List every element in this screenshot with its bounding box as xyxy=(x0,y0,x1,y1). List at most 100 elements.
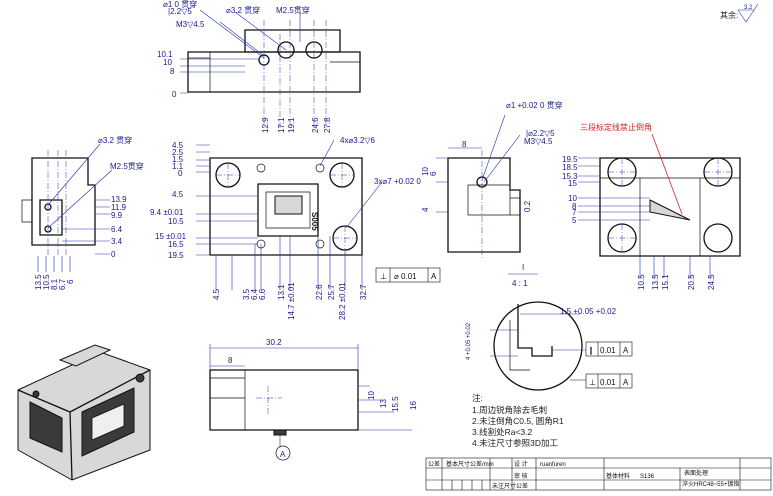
right-callout-a: ⌀1 +0.02 0 贯穿 xyxy=(506,100,563,110)
note-item-2: 2.未注倒角C0.5, 圆角R1 xyxy=(472,416,564,426)
tb-tolerance-value: 基本尺寸公差/mm xyxy=(446,460,494,468)
front-view: S005 4.5 2.5 1.5 1.1 0 4.5 9.4 ±0.01 10.… xyxy=(150,136,441,320)
top-dim-bottom-1: 17.1 xyxy=(277,117,286,133)
tb-surface-label: 表面处理 xyxy=(684,469,708,477)
front-dim-bottom-3: 6.6 xyxy=(258,288,267,300)
left-callout-a: ⌀3.2 贯穿 xyxy=(98,135,132,145)
isometric-view xyxy=(17,344,151,481)
top-dim-bottom-3: 24.6 xyxy=(311,117,320,133)
detail-gdt-a: ∥ 0.01 A xyxy=(552,341,633,357)
far-dim-bottom-0: 10.5 xyxy=(637,274,646,290)
title-block: 公差 基本尺寸公差/mm 设 计 ruanfuren 未注尺寸公差 审 核 基体… xyxy=(425,457,772,491)
front-dim-left-5: 4.5 xyxy=(172,190,184,199)
top-view: ⌀1 0 贯穿 |2.2▽5 ⌀3.2 贯穿 M2.5贯穿 M3▽4.5 10.… xyxy=(157,0,361,133)
left-dim-bottom-4: 6 xyxy=(66,279,75,284)
far-dim-left-3: 15 xyxy=(568,179,577,188)
detail-dim-left: 4 +0.05 +0.02 xyxy=(466,322,472,360)
datum-marker: A xyxy=(280,450,286,459)
left-dim-right-2: 9.9 xyxy=(111,211,123,220)
chamfer-note: 三段标定线禁止倒角 xyxy=(580,122,652,132)
bottom-dim-top-1: 8 xyxy=(228,356,233,365)
bottom-dim-top-0: 30.2 xyxy=(266,338,282,347)
callout-tap: M3▽4.5 xyxy=(176,20,205,29)
left-dim-right-4: 3.4 xyxy=(111,237,123,246)
tb-material-label: 基体材料 xyxy=(606,472,630,480)
roughness-label: 其余: xyxy=(720,10,738,20)
gdt-value: ⌀ 0.01 xyxy=(394,272,417,281)
right-dim-left-0: 10 xyxy=(421,167,430,176)
far-dim-bottom-1: 13.5 xyxy=(651,274,660,290)
tb-unmarked-tol: 未注尺寸公差 xyxy=(492,482,528,490)
far-dim-left-5: 8 xyxy=(572,202,577,211)
callout-hole-c: ⌀3.2 贯穿 xyxy=(226,5,260,15)
front-dim-left-9: 16.5 xyxy=(168,240,184,249)
front-dim-bottom-2: 6.4 xyxy=(250,288,259,300)
gdt-b-value: 0.01 xyxy=(600,378,616,387)
left-dim-right-3: 6.4 xyxy=(111,225,123,234)
right-callout-c: M3▽4.5 xyxy=(524,137,553,146)
notes-title: 注: xyxy=(472,393,483,403)
bottom-dim-right-0: 10 xyxy=(367,391,376,400)
right-dim-left-1: 6 xyxy=(429,171,438,176)
front-dim-bottom-5: 14.7 ±0.01 xyxy=(287,282,296,320)
left-view: ⌀3.2 贯穿 M2.5贯穿 13.9 11.9 9.9 6.4 3.4 0 1… xyxy=(21,135,144,290)
front-dim-left-7: 10.5 xyxy=(168,217,184,226)
tb-designer: ruanfuren xyxy=(540,462,566,468)
top-dim-bottom-0: 12.9 xyxy=(261,117,270,133)
tb-material: S136 xyxy=(640,474,655,480)
callout-3-pins: 3x⌀7 +0.02 0 xyxy=(374,177,421,186)
front-dim-bottom-6: 22.6 xyxy=(315,284,324,300)
left-dim-bottom-2: 8.1 xyxy=(50,278,59,290)
top-dim-left-1: 10 xyxy=(163,58,172,67)
tb-review-label: 审 核 xyxy=(514,472,528,480)
left-dim-right-5: 0 xyxy=(111,250,116,259)
detail-dim-top: 1.5 +0.05 +0.02 xyxy=(560,307,617,316)
front-dim-bottom-7: 25.7 xyxy=(327,284,336,300)
front-dim-left-6: 9.4 ±0.01 xyxy=(150,208,184,217)
left-callout-b: M2.5贯穿 xyxy=(110,161,144,171)
top-dim-bottom-4: 27.8 xyxy=(323,117,332,133)
gdt-datum: A xyxy=(431,272,437,281)
tb-design-label: 设 计 xyxy=(514,460,528,468)
gdt-b-datum: A xyxy=(623,378,629,387)
far-dim-left-4: 10 xyxy=(568,194,577,203)
top-dim-left-3: 0 xyxy=(172,90,177,99)
part-engraving: S005 xyxy=(310,212,319,231)
far-dim-bottom-4: 24.5 xyxy=(707,274,716,290)
far-dim-left-2: 15.3 xyxy=(562,172,578,181)
detail-view: I 4 : 1 1.5 +0.05 +0.02 4 +0.05 +0.02 ∥ … xyxy=(466,263,633,391)
far-dim-left-1: 18.5 xyxy=(562,163,578,172)
front-dim-bottom-4: 13.1 xyxy=(277,284,286,300)
detail-scale: 4 : 1 xyxy=(512,279,528,288)
front-gdt-frame: ⊥ ⌀ 0.01 A xyxy=(375,267,441,283)
note-item-1: 1.周边锐角除去毛刺 xyxy=(472,405,547,415)
top-dim-left-0: 10.1 xyxy=(157,50,173,59)
top-dim-bottom-2: 19.1 xyxy=(287,117,296,133)
front-dim-bottom-9: 32.7 xyxy=(359,284,368,300)
right-dim-left-2: 4 xyxy=(421,207,430,212)
far-dim-bottom-3: 20.5 xyxy=(687,274,696,290)
front-dim-left-3: 1.1 xyxy=(172,162,184,171)
far-dim-left-7: 5 xyxy=(572,216,577,225)
left-dim-bottom-0: 13.5 xyxy=(34,274,43,290)
right-dim-top: 8 xyxy=(462,140,467,149)
bottom-dim-right-2: 15.5 xyxy=(391,396,400,412)
roughness-value: 3.2 xyxy=(744,5,753,11)
detail-label: I xyxy=(522,263,524,272)
callout-hole-d: M2.5贯穿 xyxy=(276,5,310,15)
tb-surface: 淬火HRC48~55+镀铬 xyxy=(682,480,739,488)
front-dim-bottom-8: 28.2 ±0.01 xyxy=(338,282,347,320)
far-dim-left-0: 19.5 xyxy=(562,155,578,164)
callout-4-holes: 4x⌀3.2▽6 xyxy=(340,136,376,145)
roughness-symbol-icon xyxy=(737,3,759,23)
front-dim-left-8: 15 ±0.01 xyxy=(155,232,187,241)
front-dim-left-1: 2.5 xyxy=(172,148,184,157)
bottom-view: A 30.2 8 10 13 15.5 16 xyxy=(209,338,418,461)
callout-hole-a: ⌀1 0 贯穿 xyxy=(163,0,197,9)
callout-hole-b: |2.2▽5 xyxy=(168,7,192,16)
roughness-note: 其余: 3.2 xyxy=(720,3,759,23)
gdt-a-datum: A xyxy=(623,346,629,355)
gdt-b-symbol: ⊥ xyxy=(589,378,596,387)
